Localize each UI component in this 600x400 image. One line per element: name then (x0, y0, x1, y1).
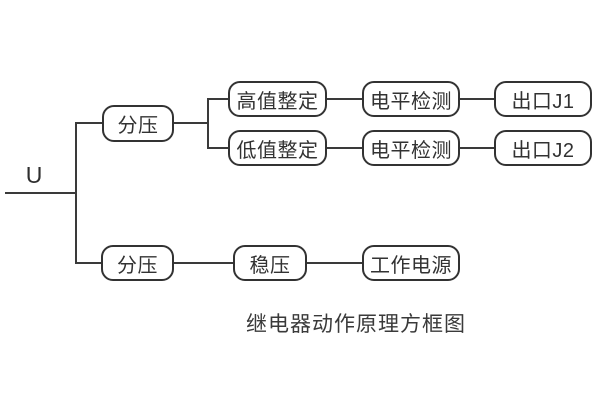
connector-divider-to-split (174, 122, 208, 124)
connector-main-trunk (75, 122, 77, 264)
node-level-detect-1: 电平检测 (362, 81, 460, 117)
node-divider-bottom: 分压 (101, 245, 174, 281)
node-regulator: 稳压 (233, 245, 307, 281)
connector-split-to-low (207, 147, 229, 149)
connector-input-lead (5, 192, 76, 194)
connector-divider-to-regulator (174, 262, 233, 264)
connector-regulator-to-power (307, 262, 362, 264)
node-output-j1: 出口J1 (494, 81, 592, 117)
connector-detect1-to-j1 (460, 98, 494, 100)
connector-detect2-to-j2 (460, 147, 494, 149)
node-level-detect-2: 电平检测 (362, 130, 460, 166)
connector-trunk-to-divider-bottom (75, 262, 102, 264)
connector-split-vertical (207, 98, 209, 149)
node-low-set: 低值整定 (228, 130, 327, 166)
connector-high-to-detect1 (327, 98, 362, 100)
diagram-caption: 继电器动作原理方框图 (246, 313, 466, 336)
connector-trunk-to-divider-top (75, 122, 103, 124)
connector-low-to-detect2 (327, 147, 362, 149)
connector-split-to-high (207, 98, 229, 100)
node-output-j2: 出口J2 (494, 130, 592, 166)
node-divider-top: 分压 (102, 105, 174, 142)
input-voltage-label: U (25, 162, 43, 188)
node-working-power: 工作电源 (362, 245, 460, 281)
node-high-set: 高值整定 (228, 81, 327, 117)
